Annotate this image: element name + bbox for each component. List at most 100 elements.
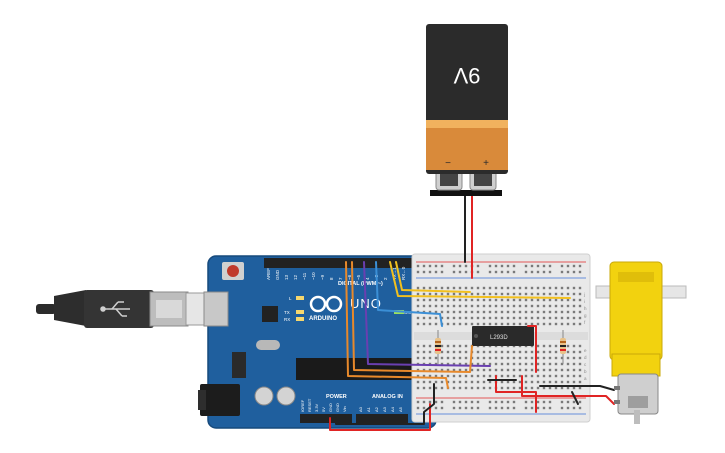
breadboard-hole[interactable] <box>428 298 432 302</box>
breadboard-hole[interactable] <box>542 362 546 366</box>
breadboard-hole[interactable] <box>416 292 420 296</box>
breadboard-hole[interactable] <box>554 292 558 296</box>
breadboard-hole[interactable] <box>440 356 444 360</box>
breadboard-hole[interactable] <box>464 400 468 404</box>
breadboard-hole[interactable] <box>512 316 516 320</box>
breadboard-hole[interactable] <box>530 286 534 290</box>
breadboard-hole[interactable] <box>482 374 486 378</box>
breadboard-hole[interactable] <box>500 356 504 360</box>
breadboard-hole[interactable] <box>524 298 528 302</box>
breadboard-hole[interactable] <box>536 304 540 308</box>
breadboard-hole[interactable] <box>470 380 474 384</box>
breadboard-hole[interactable] <box>494 322 498 326</box>
breadboard-hole[interactable] <box>464 298 468 302</box>
breadboard-hole[interactable] <box>512 322 516 326</box>
breadboard-hole[interactable] <box>428 304 432 308</box>
breadboard-hole[interactable] <box>476 362 480 366</box>
breadboard-hole[interactable] <box>530 374 534 378</box>
breadboard-hole[interactable] <box>548 386 552 390</box>
breadboard-hole[interactable] <box>482 316 486 320</box>
breadboard-hole[interactable] <box>452 400 456 404</box>
black-jumper-2[interactable] <box>571 391 579 405</box>
breadboard-hole[interactable] <box>422 270 426 274</box>
breadboard-hole[interactable] <box>566 368 570 372</box>
breadboard-hole[interactable] <box>422 380 426 384</box>
breadboard-hole[interactable] <box>452 286 456 290</box>
breadboard-hole[interactable] <box>530 406 534 410</box>
breadboard-hole[interactable] <box>452 368 456 372</box>
breadboard-hole[interactable] <box>440 406 444 410</box>
breadboard-hole[interactable] <box>566 380 570 384</box>
breadboard-hole[interactable] <box>542 264 546 268</box>
breadboard-hole[interactable] <box>524 350 528 354</box>
breadboard-hole[interactable] <box>476 400 480 404</box>
breadboard-hole[interactable] <box>506 386 510 390</box>
breadboard-hole[interactable] <box>560 374 564 378</box>
breadboard-hole[interactable] <box>476 374 480 378</box>
breadboard-hole[interactable] <box>428 374 432 378</box>
breadboard-hole[interactable] <box>530 310 534 314</box>
digital-header[interactable] <box>264 258 414 268</box>
breadboard-hole[interactable] <box>578 304 582 308</box>
breadboard-hole[interactable] <box>512 350 516 354</box>
breadboard-hole[interactable] <box>548 316 552 320</box>
breadboard-hole[interactable] <box>512 304 516 308</box>
breadboard-hole[interactable] <box>572 304 576 308</box>
breadboard-hole[interactable] <box>578 362 582 366</box>
breadboard-hole[interactable] <box>548 286 552 290</box>
breadboard-hole[interactable] <box>440 374 444 378</box>
breadboard-hole[interactable] <box>560 406 564 410</box>
breadboard-hole[interactable] <box>470 400 474 404</box>
breadboard-hole[interactable] <box>572 264 576 268</box>
breadboard-hole[interactable] <box>530 270 534 274</box>
breadboard-hole[interactable] <box>512 286 516 290</box>
breadboard-hole[interactable] <box>416 368 420 372</box>
breadboard-hole[interactable] <box>416 316 420 320</box>
breadboard-hole[interactable] <box>494 400 498 404</box>
breadboard-hole[interactable] <box>524 374 528 378</box>
battery-9v[interactable]: 9V − + <box>426 24 508 196</box>
breadboard-hole[interactable] <box>476 264 480 268</box>
breadboard-hole[interactable] <box>554 368 558 372</box>
breadboard-hole[interactable] <box>434 316 438 320</box>
breadboard-hole[interactable] <box>446 350 450 354</box>
breadboard-hole[interactable] <box>494 310 498 314</box>
breadboard-hole[interactable] <box>542 350 546 354</box>
breadboard-hole[interactable] <box>542 368 546 372</box>
breadboard-hole[interactable] <box>494 286 498 290</box>
breadboard-hole[interactable] <box>500 386 504 390</box>
breadboard-hole[interactable] <box>518 286 522 290</box>
breadboard-hole[interactable] <box>572 310 576 314</box>
breadboard-hole[interactable] <box>536 374 540 378</box>
breadboard-hole[interactable] <box>518 380 522 384</box>
breadboard-hole[interactable] <box>566 310 570 314</box>
breadboard-hole[interactable] <box>512 292 516 296</box>
breadboard-hole[interactable] <box>566 344 570 348</box>
breadboard-hole[interactable] <box>464 264 468 268</box>
breadboard-hole[interactable] <box>500 264 504 268</box>
breadboard-hole[interactable] <box>530 362 534 366</box>
orange-wire-1[interactable] <box>351 261 473 373</box>
breadboard-hole[interactable] <box>566 304 570 308</box>
breadboard-hole[interactable] <box>536 362 540 366</box>
breadboard-hole[interactable] <box>488 304 492 308</box>
breadboard-hole[interactable] <box>476 356 480 360</box>
breadboard-hole[interactable] <box>434 356 438 360</box>
breadboard-hole[interactable] <box>560 386 564 390</box>
breadboard-hole[interactable] <box>566 298 570 302</box>
breadboard-hole[interactable] <box>524 362 528 366</box>
breadboard-hole[interactable] <box>488 270 492 274</box>
breadboard-hole[interactable] <box>428 344 432 348</box>
breadboard-hole[interactable] <box>542 304 546 308</box>
breadboard-hole[interactable] <box>530 292 534 296</box>
breadboard-hole[interactable] <box>476 368 480 372</box>
breadboard-hole[interactable] <box>440 380 444 384</box>
breadboard-hole[interactable] <box>434 298 438 302</box>
breadboard-hole[interactable] <box>440 264 444 268</box>
breadboard-hole[interactable] <box>464 322 468 326</box>
breadboard-hole[interactable] <box>548 362 552 366</box>
breadboard-hole[interactable] <box>458 362 462 366</box>
breadboard-hole[interactable] <box>554 304 558 308</box>
breadboard-hole[interactable] <box>446 322 450 326</box>
breadboard-hole[interactable] <box>578 356 582 360</box>
